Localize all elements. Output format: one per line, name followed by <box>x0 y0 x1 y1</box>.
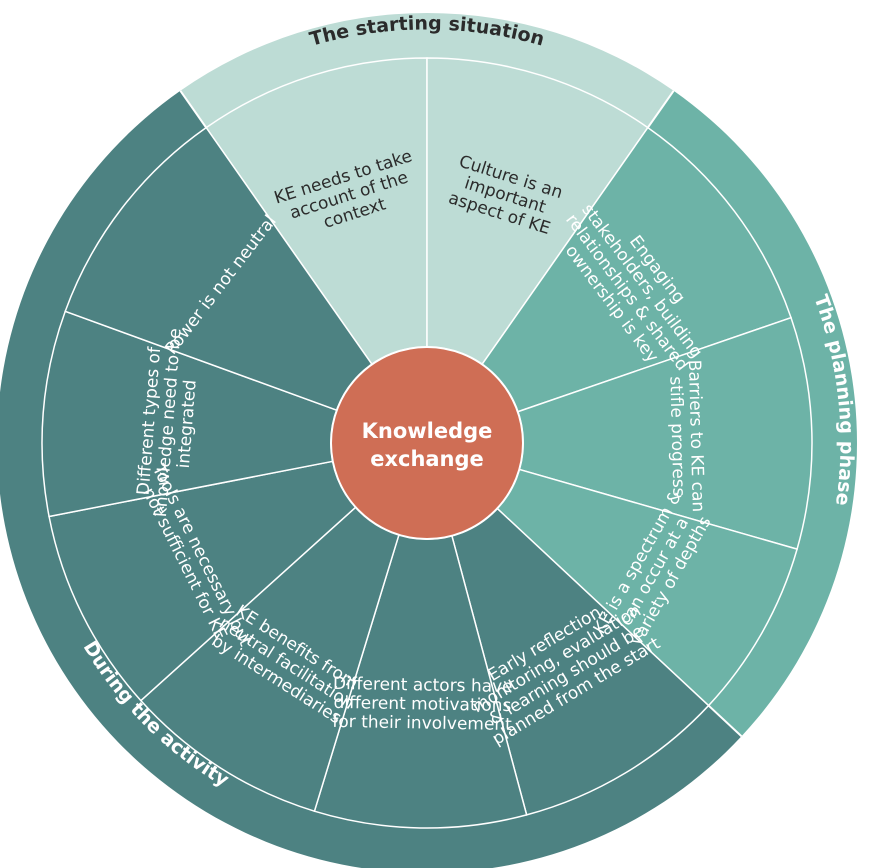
center-label-line1: Knowledge <box>362 419 493 443</box>
center-hub: Knowledge exchange <box>330 346 524 540</box>
phase-divider <box>707 704 743 737</box>
segment-text-line: Barriers to KE can <box>684 359 708 512</box>
center-label-line2: exchange <box>370 447 484 471</box>
phase-divider <box>179 90 207 129</box>
segment-text-line: stifle progress <box>665 376 688 497</box>
center-circle <box>330 346 524 540</box>
segment-text-line: different motivations <box>333 693 511 716</box>
segment-text-line: Different actors have <box>333 674 513 697</box>
phase-divider <box>647 90 675 129</box>
segment-text-line: for their involvement <box>332 712 512 735</box>
